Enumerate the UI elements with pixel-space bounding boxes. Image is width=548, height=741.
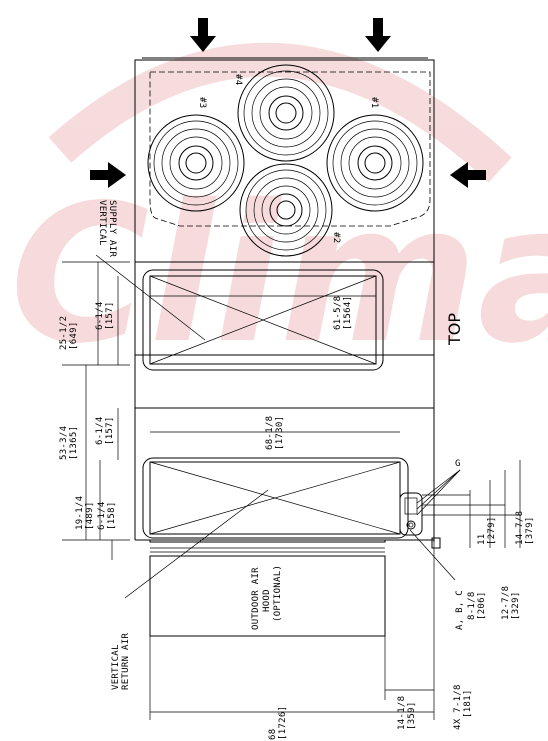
dim-6-1-4-c: 6-1/4 [158]: [97, 496, 117, 530]
g-callout: G: [455, 459, 461, 469]
dim-6-1-4-a: 6-1/4 [157]: [95, 296, 115, 330]
fan-3: [147, 114, 245, 212]
fan-label-4: #4: [233, 74, 243, 85]
fan-4: [237, 64, 335, 162]
dim-53-3-4: 53-3/4 [1365]: [59, 420, 79, 460]
fan-label-3: #3: [197, 97, 207, 108]
dim-11: 11 [279]: [477, 516, 497, 545]
abc-connection-panel: [399, 492, 423, 536]
arrow-down-right-icon: [365, 18, 391, 52]
fan-1: [326, 114, 424, 212]
arrow-down-left-icon: [190, 18, 216, 52]
outdoor-air-hood: [149, 555, 386, 637]
fan-label-1: #1: [369, 97, 379, 108]
vertical-return-air-label: VERTICAL RETURN AIR: [111, 633, 131, 690]
fan-label-2: #2: [331, 232, 341, 243]
dim-68: 68 [1726]: [268, 706, 288, 740]
arrow-right-icon: [90, 162, 126, 188]
dim-6-1-4-b: 6-1/4 [157]: [95, 411, 115, 445]
dim-14-7-8: 14-7/8 [379]: [515, 505, 535, 545]
vertical-supply-air-label: VERTICAL SUPPLY AIR: [97, 200, 117, 257]
fan-2: [239, 163, 333, 257]
svg-text:Climapr: Climapr: [10, 164, 548, 385]
supply-air-opening: [142, 269, 384, 371]
fan-section: #1 #2 #3 #4: [147, 64, 431, 257]
dim-8-1-8: 8-1/8 [206]: [467, 586, 487, 620]
dim-4x-7-1-8: 4X 7-1/8 [181]: [453, 679, 473, 730]
airflow-arrows: [90, 18, 486, 188]
labels: TOP VERTICAL SUPPLY AIR VERTICAL RETURN …: [59, 200, 535, 740]
dimension-lines: [62, 254, 521, 720]
unit-body: [134, 57, 441, 637]
abc-callout: A, B, C: [455, 590, 465, 630]
dim-14-1-8: 14-1/8 [359]: [397, 690, 417, 730]
dim-19-1-4: 19-1/4 [489]: [75, 490, 95, 530]
dim-25-1-2: 25-1/2 [649]: [59, 310, 79, 350]
watermark-logo: Climapr: [10, 42, 548, 385]
arrow-left-icon: [450, 162, 486, 188]
view-label-top: TOP: [445, 313, 464, 346]
outdoor-air-hood-label: OUTDOOR AIR HOOD (OPTIONAL): [251, 561, 283, 630]
dim-61-5-8: 61-5/8 [1564]: [333, 290, 353, 330]
return-air-opening: [142, 457, 423, 539]
dim-68-1-8: 68-1/8 [1730]: [265, 410, 285, 450]
dim-12-7-8: 12-7/8 [329]: [501, 580, 521, 620]
